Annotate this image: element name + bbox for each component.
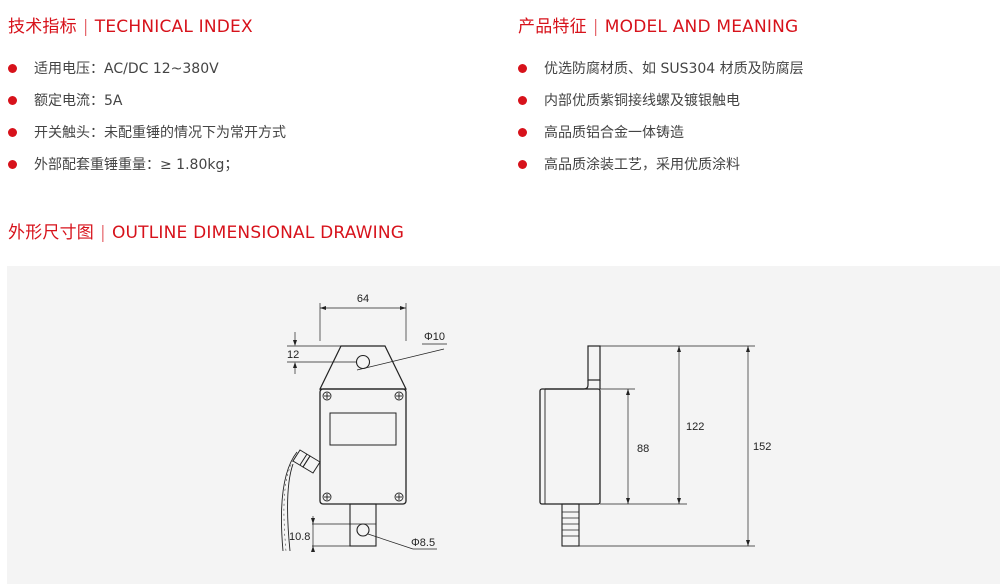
features-heading-cn: 产品特征 [518, 17, 587, 37]
dim-body-height: 88 [637, 443, 649, 455]
list-item-text: 额定电流：5A [34, 93, 123, 109]
bullet-icon [518, 128, 527, 137]
bullet-icon [8, 128, 17, 137]
list-item-text: 适用电压：AC/DC 12~380V [34, 61, 219, 77]
cable-gland [292, 449, 321, 474]
list-item-text: 开关触头：未配重锤的情况下为常开方式 [34, 125, 286, 141]
bullet-icon [518, 96, 527, 105]
list-item-text: 高品质涂装工艺，采用优质涂料 [544, 157, 740, 173]
dim-hole: Φ10 [424, 331, 445, 343]
list-item-text: 外部配套重锤重量：≥ 1.80kg； [34, 157, 239, 173]
list-item: 开关触头：未配重锤的情况下为常开方式 [8, 117, 286, 149]
tech-list: 适用电压：AC/DC 12~380V 额定电流：5A 开关触头：未配重锤的情况下… [8, 53, 286, 181]
list-item: 适用电压：AC/DC 12~380V [8, 53, 286, 85]
features-heading: 产品特征|MODEL AND MEANING [518, 12, 798, 37]
dim-width: 64 [357, 293, 369, 305]
dim-bottom-hole: Φ8.5 [411, 537, 435, 549]
drawing-heading-en: OUTLINE DIMENSIONAL DRAWING [111, 223, 405, 243]
drawing-heading: 外形尺寸图 |OUTLINE DIMENSIONAL DRAWING [8, 218, 404, 243]
side-view: 88 122 152 [539, 345, 771, 547]
tech-heading-cn: 技术指标 [8, 17, 77, 37]
list-item: 外部配套重锤重量：≥ 1.80kg； [8, 149, 286, 181]
dim-top-height: 12 [287, 349, 299, 361]
drawing-heading-separator: | [100, 223, 106, 243]
front-view: 64 Φ10 12 [280, 293, 447, 552]
bullet-icon [8, 160, 17, 169]
list-item: 内部优质紫铜接线螺及镀银触电 [518, 85, 804, 117]
drawing-heading-cn: 外形尺寸图 [8, 223, 94, 243]
list-item: 额定电流：5A [8, 85, 286, 117]
features-heading-en: MODEL AND MEANING [604, 17, 799, 37]
list-item-text: 内部优质紫铜接线螺及镀银触电 [544, 93, 740, 109]
bullet-icon [8, 64, 17, 73]
dim-bottom-height: 10.8 [289, 531, 310, 543]
outline-drawing: 64 Φ10 12 [280, 293, 771, 552]
screw-icon [322, 391, 404, 502]
bullet-icon [8, 96, 17, 105]
list-item-text: 优选防腐材质、如 SUS304 材质及防腐层 [544, 61, 804, 77]
tech-heading-en: TECHNICAL INDEX [94, 17, 253, 37]
dim-total-height: 152 [753, 441, 771, 453]
bullet-icon [518, 160, 527, 169]
list-item: 高品质铝合金一体铸造 [518, 117, 804, 149]
bullet-icon [518, 64, 527, 73]
features-list: 优选防腐材质、如 SUS304 材质及防腐层 内部优质紫铜接线螺及镀银触电 高品… [518, 53, 804, 181]
features-heading-separator: | [592, 17, 599, 37]
list-item: 高品质涂装工艺，采用优质涂料 [518, 149, 804, 181]
list-item-text: 高品质铝合金一体铸造 [544, 125, 684, 141]
dim-mid-height: 122 [686, 421, 704, 433]
tech-heading-separator: | [82, 17, 89, 37]
list-item: 优选防腐材质、如 SUS304 材质及防腐层 [518, 53, 804, 85]
drawing-panel: 64 Φ10 12 [7, 266, 1000, 584]
tech-heading: 技术指标|TECHNICAL INDEX [8, 12, 253, 37]
